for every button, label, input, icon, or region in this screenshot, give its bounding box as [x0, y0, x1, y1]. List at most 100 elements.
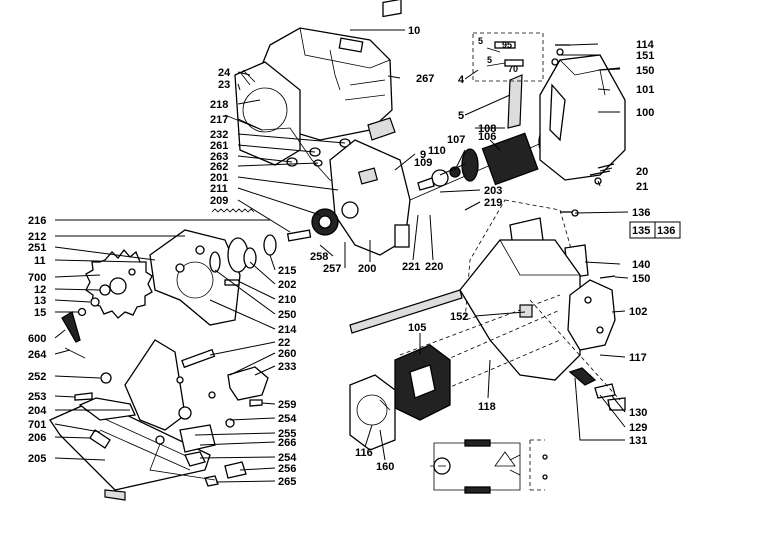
wiring-schematic-icon	[430, 439, 548, 494]
label-215: 215	[278, 265, 296, 277]
label-232: 232	[210, 129, 228, 141]
gear-housing-9	[329, 139, 411, 256]
label-140: 140	[632, 259, 650, 271]
label-95: 95	[502, 40, 512, 50]
label-260: 260	[278, 348, 296, 360]
label-202: 202	[278, 279, 296, 291]
label-700: 700	[28, 272, 46, 284]
flange-set	[209, 234, 277, 286]
label-252: 252	[28, 371, 46, 383]
label-102: 102	[629, 306, 647, 318]
label-110: 110	[428, 145, 446, 157]
pin-264	[64, 347, 86, 359]
label-135: 135	[632, 225, 650, 237]
label-24: 24	[218, 67, 231, 79]
label-219: 219	[484, 197, 502, 209]
label-109: 109	[414, 157, 432, 169]
label-218: 218	[210, 99, 228, 111]
label-plate-267	[382, 0, 402, 18]
base-plate-204	[49, 397, 211, 501]
label-152: 152	[450, 311, 468, 323]
label-9: 9	[420, 149, 426, 161]
callout-labels: 10 24 23 218 217 232 261 263 262 201 211…	[28, 25, 681, 488]
label-209: 209	[210, 195, 228, 207]
label-151: 151	[636, 50, 654, 62]
leader-lines	[54, 29, 629, 483]
label-200: 200	[358, 263, 376, 275]
brush-box	[472, 32, 544, 82]
label-15: 15	[34, 307, 46, 319]
gear-211	[286, 201, 359, 242]
label-201: 201	[210, 172, 228, 184]
label-263: 263	[210, 151, 228, 163]
label-255: 255	[278, 428, 296, 440]
label-12: 12	[34, 284, 46, 296]
label-600: 600	[28, 333, 46, 345]
label-22: 22	[278, 337, 290, 349]
label-118: 118	[478, 401, 496, 413]
label-221: 221	[402, 261, 420, 273]
label-114: 114	[636, 39, 655, 51]
label-256: 256	[278, 463, 296, 475]
label-136a: 136	[632, 207, 650, 219]
label-105: 105	[408, 322, 426, 334]
baffle-116	[349, 374, 396, 451]
label-257: 257	[323, 263, 341, 275]
label-261: 261	[210, 140, 228, 152]
end-cap-102	[567, 279, 616, 351]
label-11: 11	[34, 255, 46, 267]
label-130: 130	[629, 407, 647, 419]
label-216: 216	[28, 215, 46, 227]
washer-13	[90, 297, 100, 307]
label-129: 129	[629, 422, 647, 434]
label-220: 220	[425, 261, 443, 273]
label-251: 251	[28, 242, 46, 254]
rear-housing-100	[539, 48, 626, 181]
label-205: 205	[28, 453, 46, 465]
label-117: 117	[629, 352, 647, 364]
label-5: 5	[458, 110, 464, 122]
label-266: 266	[278, 437, 296, 449]
spring-216	[211, 208, 255, 213]
label-264: 264	[28, 349, 47, 361]
depth-bracket-255	[74, 339, 192, 431]
label-108: 108	[478, 123, 496, 135]
label-70: 70	[508, 64, 518, 74]
label-250: 250	[278, 309, 296, 321]
saw-blade-700	[85, 248, 153, 319]
label-254a: 254	[278, 413, 297, 425]
hex-key-600	[61, 311, 81, 343]
label-4: 4	[458, 74, 465, 86]
label-5b: 5	[478, 36, 483, 46]
label-136b: 136	[657, 225, 675, 237]
label-106: 106	[478, 131, 496, 143]
label-259: 259	[278, 399, 296, 411]
label-233: 233	[278, 361, 296, 373]
label-267: 267	[416, 73, 434, 85]
label-21: 21	[636, 181, 648, 193]
label-150b: 150	[632, 273, 650, 285]
label-253: 253	[28, 391, 46, 403]
label-258: 258	[310, 251, 328, 263]
label-10: 10	[408, 25, 420, 37]
label-20: 20	[636, 166, 648, 178]
washer-12	[99, 284, 111, 296]
cord-152	[349, 289, 463, 334]
cord-108	[507, 74, 523, 129]
label-107: 107	[447, 134, 465, 146]
label-box-135-136: 135 136	[629, 221, 681, 239]
label-204: 204	[28, 405, 47, 417]
label-265: 265	[278, 476, 296, 488]
label-212: 212	[28, 231, 46, 243]
label-701: 701	[28, 419, 46, 431]
stator-105	[394, 344, 451, 421]
label-116: 116	[355, 447, 373, 459]
label-262: 262	[210, 161, 228, 173]
label-214: 214	[278, 324, 297, 336]
label-217: 217	[210, 114, 228, 126]
label-23: 23	[218, 79, 230, 91]
label-211: 211	[210, 183, 228, 195]
label-101: 101	[636, 84, 654, 96]
lower-guard-250	[149, 229, 241, 326]
